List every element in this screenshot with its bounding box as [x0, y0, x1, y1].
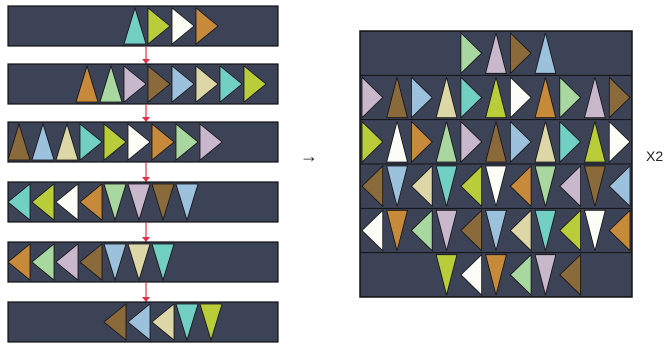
multiplier-label: X2: [646, 148, 663, 164]
connector-arrowhead: [142, 59, 150, 64]
connector-arrowhead: [142, 177, 150, 182]
assembly-arrow: →: [300, 146, 318, 167]
connector-arrowhead: [142, 237, 150, 242]
connector-arrowhead: [142, 297, 150, 302]
connector-arrowhead: [142, 117, 150, 122]
